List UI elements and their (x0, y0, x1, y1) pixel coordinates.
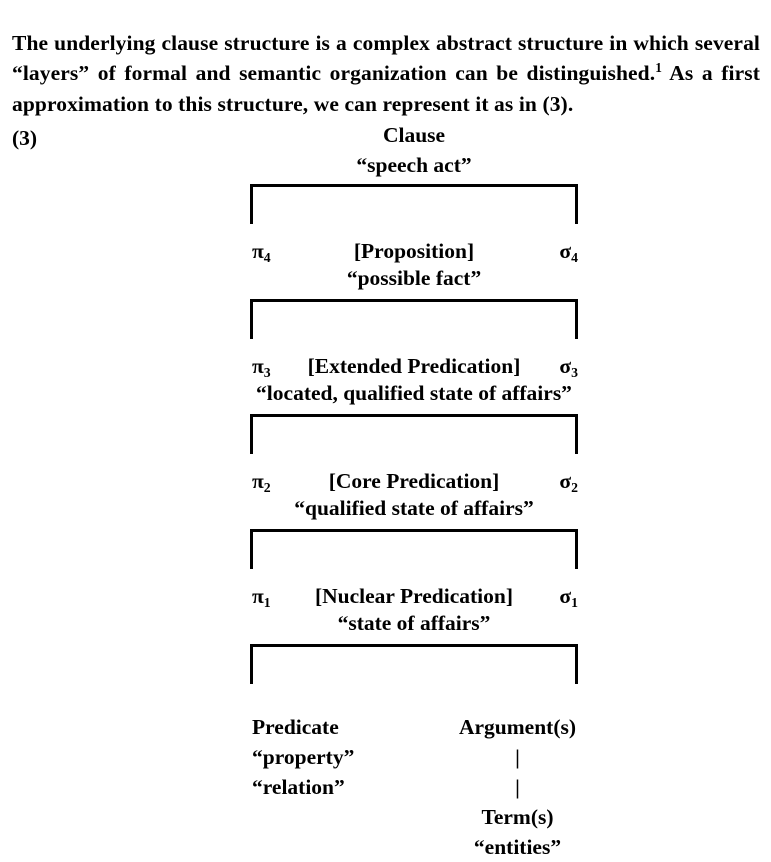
layer-gloss-core-predication: “qualified state of affairs” (294, 496, 534, 520)
pi-operator-4-index: 4 (263, 250, 271, 266)
example-number-label: (3) (12, 126, 38, 150)
layer-bracket-4 (250, 529, 578, 569)
argument-column: Argument(s) | | Term(s) “entities” (445, 712, 590, 862)
layer-bracket-1 (250, 184, 578, 224)
pi-operator-3-index: 3 (263, 365, 271, 381)
layer-name-extended-predication: [Extended Predication] (307, 354, 521, 378)
layer-row-proposition: π4 σ4 [Proposition] “possible fact” (250, 238, 578, 292)
term-gloss: “entities” (473, 835, 562, 859)
layer-bracket-2 (250, 299, 578, 339)
layer-name-proposition: [Proposition] (353, 239, 475, 263)
layer-bracket-5 (250, 644, 578, 684)
term-label: Term(s) (481, 805, 554, 829)
layer-gloss-nuclear-predication: “state of affairs” (337, 611, 491, 635)
predicate-gloss-relation: “relation” (252, 775, 345, 799)
layer-gloss-proposition: “possible fact” (346, 266, 482, 290)
predicate-column: Predicate “property” “relation” (252, 712, 354, 802)
argument-connector-line-1: | (515, 745, 520, 769)
terminal-nodes: Predicate “property” “relation” Argument… (250, 712, 590, 862)
predicate-label: Predicate (252, 715, 339, 739)
intro-paragraph-tail-text: As a first approximation to this structu… (12, 61, 760, 116)
pi-operator-1-index: 1 (263, 595, 271, 611)
layer-name-nuclear-predication: [Nuclear Predication] (314, 584, 514, 608)
layer-row-core-predication: π2 σ2 [Core Predication] “qualified stat… (250, 468, 578, 522)
sigma-operator-4-index: 4 (571, 250, 578, 266)
intro-paragraph-main-text: The underlying clause structure is a com… (12, 30, 760, 86)
intro-paragraph: The underlying clause structure is a com… (12, 28, 760, 120)
pi-operator-2-index: 2 (263, 480, 271, 496)
layer-name-core-predication: [Core Predication] (328, 469, 500, 493)
footnote-marker: 1 (655, 59, 662, 75)
argument-connector-line-2: | (515, 775, 520, 799)
clause-heading-gloss: “speech act” (356, 153, 472, 177)
layer-bracket-3 (250, 414, 578, 454)
layer-row-nuclear-predication: π1 σ1 [Nuclear Predication] “state of af… (250, 583, 578, 637)
sigma-operator-2-index: 2 (571, 480, 578, 496)
pi-operator-4: π4 (252, 239, 271, 266)
sigma-operator-1: σ1 (559, 584, 578, 611)
sigma-operator-3-index: 3 (571, 365, 578, 381)
sigma-operator-4: σ4 (559, 239, 578, 266)
pi-operator-3: π3 (252, 354, 271, 381)
sigma-operator-2: σ2 (559, 469, 578, 496)
layer-gloss-extended-predication: “located, qualified state of affairs” (256, 381, 572, 405)
predicate-gloss-property: “property” (252, 745, 355, 769)
sigma-operator-1-index: 1 (571, 595, 578, 611)
pi-operator-1: π1 (252, 584, 271, 611)
clause-heading-name: Clause (382, 123, 446, 147)
clause-heading: Clause “speech act” (250, 120, 578, 180)
argument-label: Argument(s) (458, 715, 577, 739)
sigma-operator-3: σ3 (559, 354, 578, 381)
layer-row-extended-predication: π3 σ3 [Extended Predication] “located, q… (250, 353, 578, 407)
pi-operator-2: π2 (252, 469, 271, 496)
